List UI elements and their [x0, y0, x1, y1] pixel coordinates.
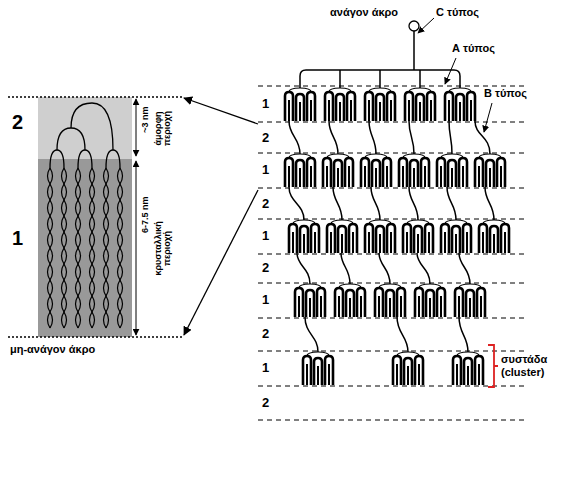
dimension-arrow [136, 99, 137, 156]
band-number: 2 [262, 327, 269, 342]
end-label: μη-ανάγον άκρο [10, 343, 95, 356]
clusters [285, 88, 509, 385]
dotted-line [8, 336, 182, 338]
branch-points [50, 103, 120, 168]
amorphous-band [38, 97, 132, 159]
band-number: 2 [262, 261, 269, 276]
band-number: 1 [262, 163, 269, 178]
reducing-end [409, 21, 419, 31]
leader-line [484, 103, 492, 132]
dimension-label: 6-7.5 nm [141, 185, 150, 245]
end-label: ανάγον άκρο [330, 6, 398, 19]
band-number: 2 [262, 197, 269, 212]
chain-type-label: C τύπος [436, 6, 479, 19]
band-number: 1 [12, 227, 23, 250]
band-number: 2 [262, 131, 269, 146]
band-number: 1 [262, 229, 269, 244]
zoom-arrow [184, 98, 258, 124]
cluster-label: συστάδα (cluster) [501, 353, 563, 378]
leader-line [445, 58, 456, 84]
chain-type-label: Α τύπος [452, 42, 495, 55]
region-label: άμορφη περιοχή [154, 106, 173, 150]
double-helices [48, 168, 123, 328]
region-label: κρυσταλλική περιοχή [154, 213, 173, 283]
band-number: 1 [262, 97, 269, 112]
dotted-line [8, 96, 182, 98]
band-lines [258, 86, 528, 420]
band-number: 1 [262, 361, 269, 376]
zoom-arrow [184, 190, 258, 335]
chain-type-label: Β τύπος [484, 87, 527, 100]
dimension-label: ~3 nm [141, 100, 150, 140]
band-number: 2 [12, 111, 23, 134]
leader-line [418, 18, 434, 33]
band-number: 1 [262, 293, 269, 308]
dimension-arrow [136, 161, 137, 335]
crystalline-band [38, 159, 132, 337]
chains [289, 31, 494, 352]
band-number: 2 [262, 396, 269, 411]
cluster-bracket [488, 345, 498, 387]
